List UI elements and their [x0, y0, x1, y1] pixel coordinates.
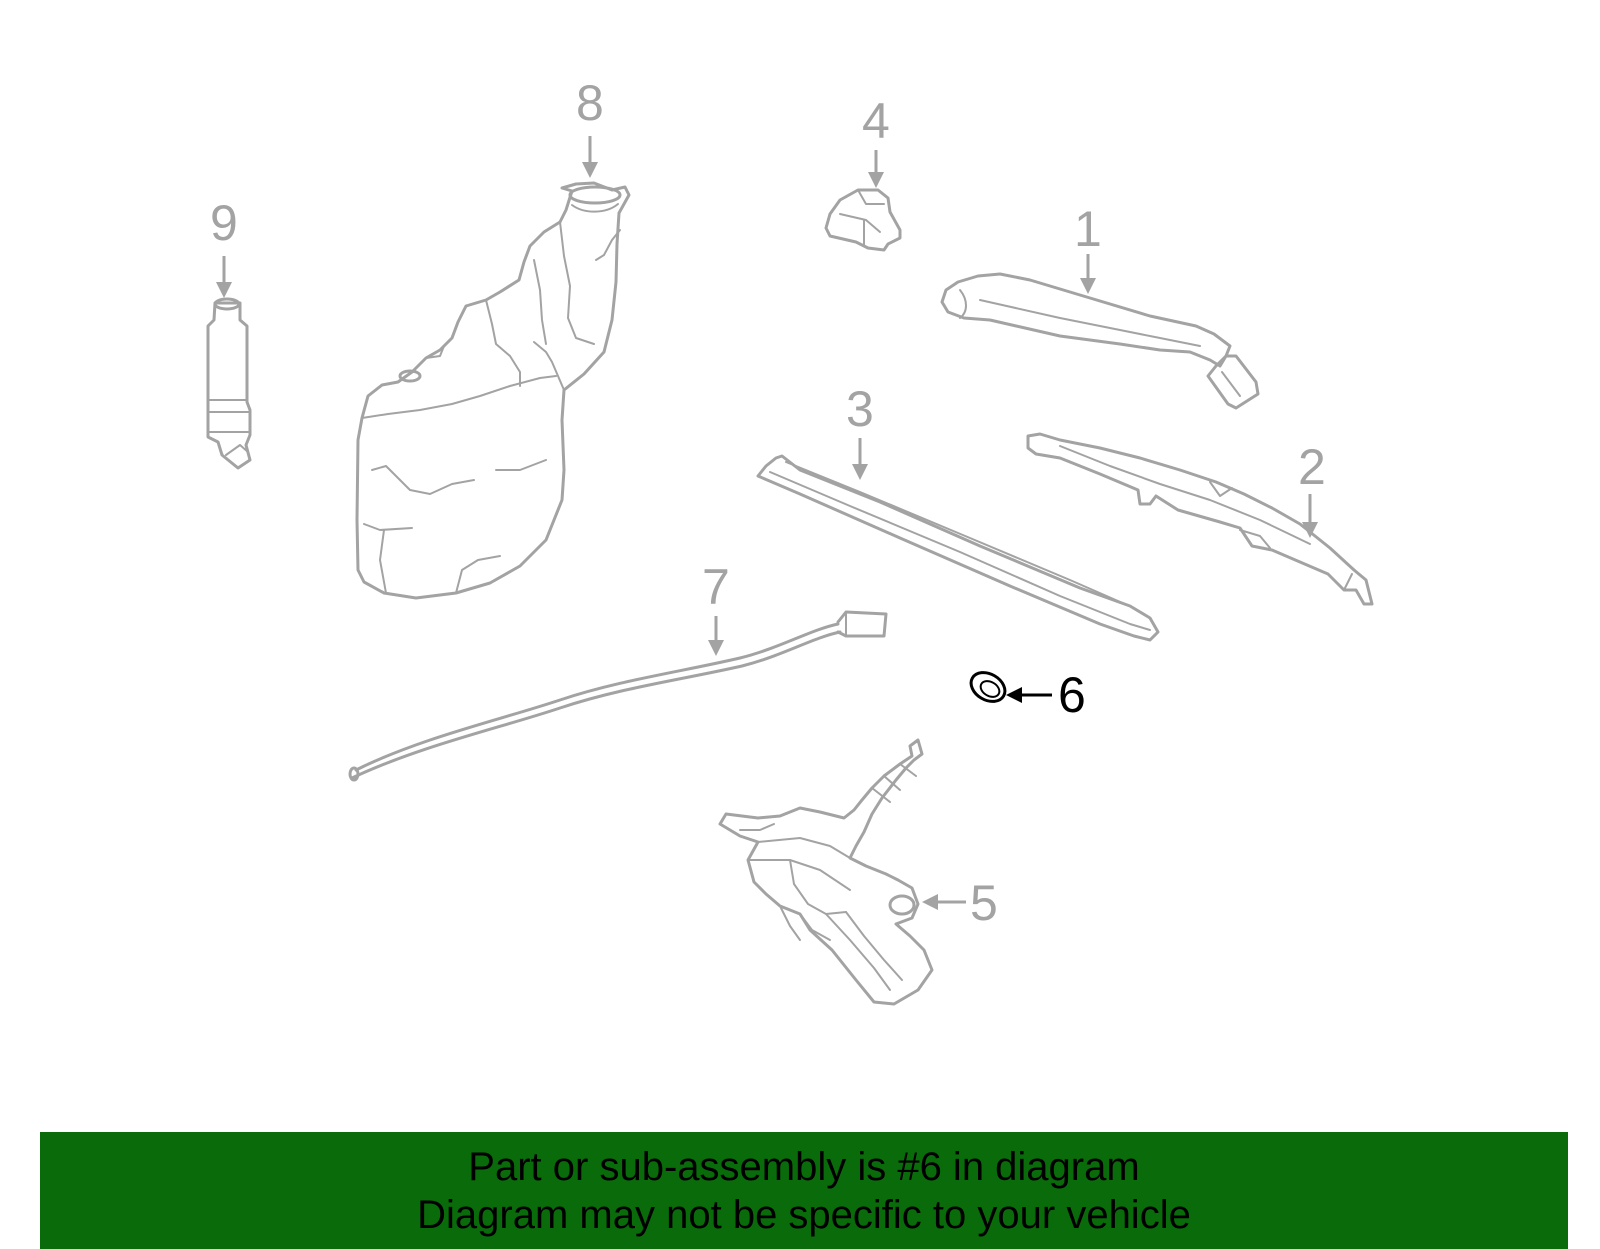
rear-wiper-arm-part: [1026, 432, 1374, 606]
wiper-blade-part: [756, 454, 1160, 642]
grommet-part: [969, 671, 1007, 703]
callout-7-arrowhead: [708, 640, 724, 656]
callout-9-arrowhead: [216, 282, 232, 298]
banner-line-part-number: Part or sub-assembly is #6 in diagram: [468, 1145, 1140, 1189]
callout-5-arrowhead: [922, 894, 938, 910]
banner-line-disclaimer: Diagram may not be specific to your vehi…: [417, 1193, 1191, 1237]
callout-1: 1: [1074, 201, 1102, 257]
callout-8-arrowhead: [582, 162, 598, 178]
callout-1-arrowhead: [1080, 278, 1096, 294]
callout-4: 4: [862, 93, 890, 149]
wiper-arm-part: [940, 272, 1260, 410]
wiper-motor-part: [718, 738, 934, 1006]
callout-9: 9: [210, 195, 238, 251]
callout-6-arrowhead: [1006, 687, 1022, 703]
parts-diagram: 9 8 4 1: [206, 75, 1374, 1006]
callout-6: 6: [1058, 667, 1086, 723]
washer-reservoir-part: [355, 181, 631, 600]
washer-pump-part: [206, 297, 252, 470]
callout-2: 2: [1298, 439, 1326, 495]
callout-3: 3: [846, 381, 874, 437]
callout-2-arrowhead: [1302, 522, 1318, 538]
washer-hose-part: [348, 610, 888, 782]
callout-7: 7: [702, 559, 730, 615]
callout-8: 8: [576, 75, 604, 131]
washer-nozzle-part: [824, 188, 902, 252]
info-banner: Part or sub-assembly is #6 in diagram Di…: [40, 1132, 1568, 1249]
callout-3-arrowhead: [852, 464, 868, 480]
callout-5: 5: [970, 875, 998, 931]
callout-4-arrowhead: [868, 172, 884, 188]
